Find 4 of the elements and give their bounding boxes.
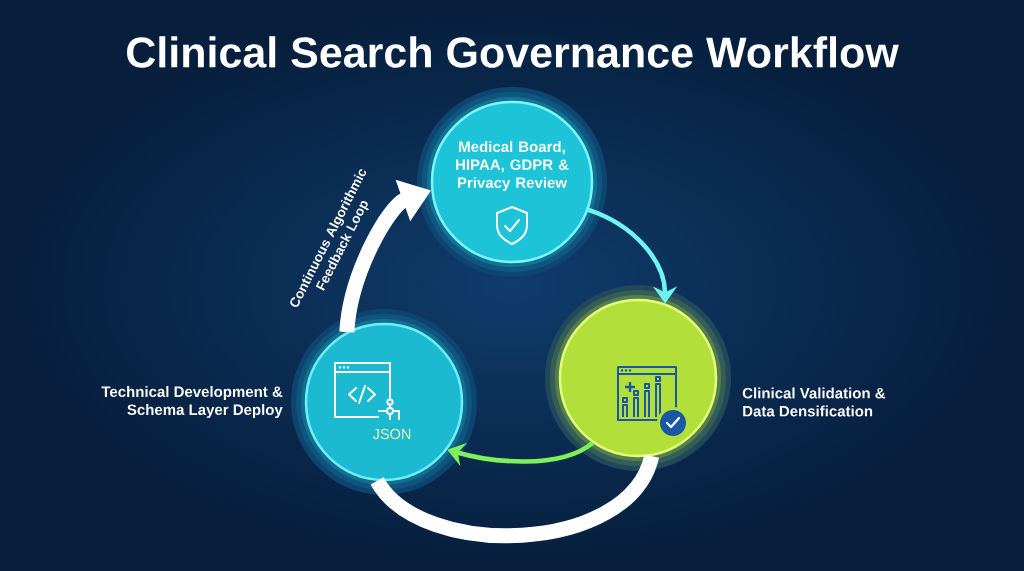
- icon-caption: JSON: [372, 428, 411, 440]
- title: Clinical Search Governance Workflow: [127, 36, 899, 68]
- step-label: Clinical Validation & Data Densification: [742, 387, 886, 417]
- step-label: Technical Development & Schema Layer Deploy: [101, 386, 283, 418]
